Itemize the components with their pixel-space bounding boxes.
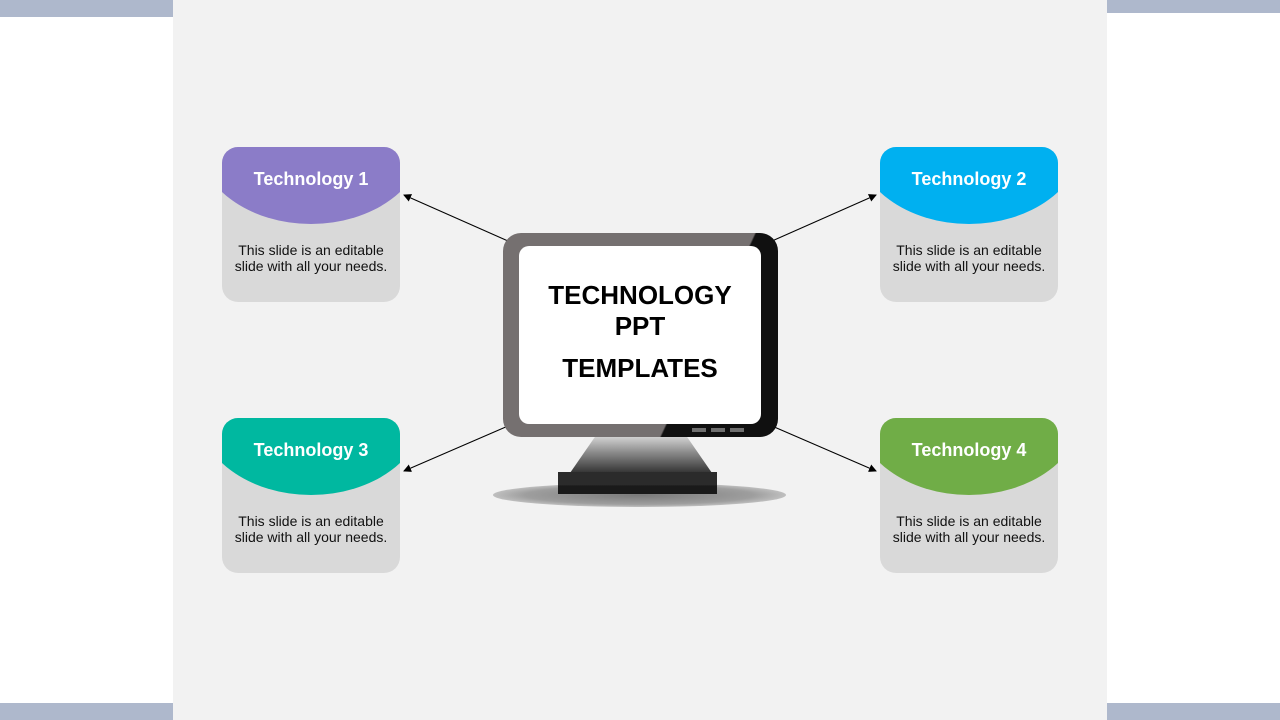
technology-card-4: Technology 4 This slide is an editable s… <box>880 418 1058 573</box>
card-header-shape <box>222 418 400 495</box>
monitor-button-indicator <box>730 428 744 432</box>
card-description: This slide is an editable slide with all… <box>230 242 392 274</box>
card-title: Technology 3 <box>253 440 369 460</box>
card-description-line: slide with all your needs. <box>234 258 388 274</box>
monitor-base <box>558 472 717 494</box>
card-header-shape <box>880 147 1058 224</box>
center-title-line-3: TEMPLATES <box>562 353 718 383</box>
card-title: Technology 1 <box>253 169 369 189</box>
monitor-button-indicator <box>711 428 725 432</box>
card-title: Technology 4 <box>911 440 1027 460</box>
technology-card-2: Technology 2 This slide is an editable s… <box>880 147 1058 302</box>
monitor-screen: TECHNOLOGY PPT TEMPLATES <box>519 246 761 424</box>
card-description-line: This slide is an editable <box>238 242 384 258</box>
card-description-line: slide with all your needs. <box>234 529 388 545</box>
card-description-line: This slide is an editable <box>896 242 1042 258</box>
card-header-shape <box>222 147 400 224</box>
card-description: This slide is an editable slide with all… <box>230 513 392 545</box>
card-title: Technology 2 <box>911 169 1027 189</box>
arrow-to-technology-1 <box>403 194 509 242</box>
arrow-to-technology-3 <box>403 425 509 472</box>
card-header-shape <box>880 418 1058 495</box>
card-description-line: This slide is an editable <box>238 513 384 529</box>
card-description: This slide is an editable slide with all… <box>888 242 1050 274</box>
corner-band-top-left <box>0 0 173 17</box>
technology-card-3: Technology 3 This slide is an editable s… <box>222 418 400 573</box>
monitor-button-indicator <box>692 428 706 432</box>
center-title-line-2: PPT <box>614 311 666 341</box>
arrow-to-technology-4 <box>771 425 877 472</box>
corner-band-bottom-left <box>0 703 173 720</box>
monitor-stand <box>570 436 712 473</box>
card-description: This slide is an editable slide with all… <box>888 513 1050 545</box>
center-title: TECHNOLOGY PPT TEMPLATES <box>519 280 761 384</box>
center-title-line-1: TECHNOLOGY <box>548 280 732 310</box>
technology-card-1: Technology 1 This slide is an editable s… <box>222 147 400 302</box>
corner-band-top-right <box>1107 0 1280 13</box>
card-description-line: slide with all your needs. <box>892 258 1046 274</box>
corner-band-bottom-right <box>1107 703 1280 720</box>
card-description-line: slide with all your needs. <box>892 529 1046 545</box>
arrow-to-technology-2 <box>771 194 877 242</box>
card-description-line: This slide is an editable <box>896 513 1042 529</box>
